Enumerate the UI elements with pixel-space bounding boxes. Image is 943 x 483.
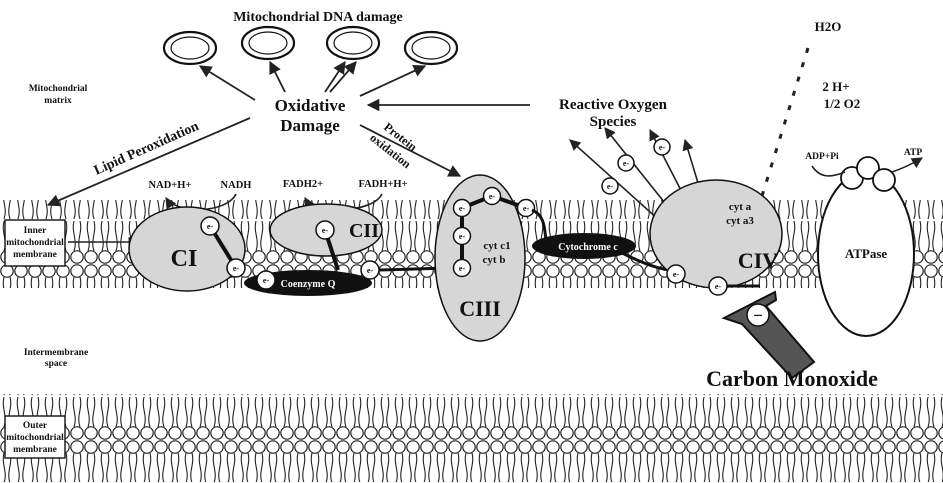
cyt-c1-label: cyt c1 (483, 240, 510, 252)
complex-i-label: CI (171, 246, 198, 272)
inhibition-sign-label: − (753, 306, 763, 325)
matrix-label-2: matrix (44, 96, 72, 106)
ros-label-1: Reactive Oxygen (559, 97, 668, 113)
coenzyme-q-label: Coenzyme Q (281, 279, 336, 290)
nadh-label: NADH (221, 180, 252, 191)
svg-text:e-: e- (459, 232, 466, 241)
matrix-label-1: Mitochondrial (29, 84, 88, 94)
mtdna-ring (405, 32, 457, 64)
outer-membrane-label-2: mitochondrial (6, 433, 64, 443)
half-o2-label: 1/2 O2 (824, 96, 860, 111)
svg-text:e-: e- (623, 159, 630, 168)
svg-text:e-: e- (263, 276, 270, 285)
atp-label: ATP (904, 148, 922, 158)
intermembrane-label-2: space (45, 359, 67, 369)
water-dashed-arrow (762, 48, 808, 196)
inner-membrane-label-2: mitochondrial (6, 238, 64, 248)
cytochrome-c-label: Cytochrome c (558, 242, 618, 253)
mtdna-ring (327, 27, 379, 59)
cyt-b-label: cyt b (483, 254, 506, 266)
svg-text:e-: e- (322, 226, 329, 235)
intermembrane-label-1: Intermembrane (24, 348, 88, 358)
carbon-monoxide-label: Carbon Monoxide (706, 366, 878, 391)
ros-label-2: Species (590, 114, 637, 130)
svg-text:e-: e- (715, 282, 722, 291)
inner-membrane-label-3: membrane (13, 250, 57, 260)
h2o-label: H2O (815, 19, 842, 34)
mtdna-label: Mitochondrial DNA damage (233, 10, 403, 25)
lipid-peroxidation-label: Lipid Peroxidation (92, 119, 201, 179)
complex-ii-label: CII (349, 220, 379, 242)
svg-text:e-: e- (659, 143, 666, 152)
svg-text:e-: e- (673, 270, 680, 279)
adp-label: ADP+Pi (805, 152, 839, 162)
two-h-label: 2 H+ (822, 79, 849, 94)
nad-label: NAD+H+ (149, 180, 192, 191)
svg-text:e-: e- (367, 266, 374, 275)
svg-text:e-: e- (207, 222, 214, 231)
cyt-a3-label: cyt a3 (726, 215, 754, 227)
svg-text:e-: e- (233, 264, 240, 273)
svg-text:e-: e- (523, 204, 530, 213)
atpase-label: ATPase (845, 246, 888, 261)
svg-text:e-: e- (607, 182, 614, 191)
svg-text:e-: e- (459, 264, 466, 273)
complex-iv-label: CIV (738, 248, 778, 273)
cyt-a-label: cyt a (729, 201, 752, 213)
fadh2-label: FADH2+ (283, 179, 323, 190)
inner-membrane-label-1: Inner (24, 226, 47, 236)
oxidative-damage-label-2: Damage (280, 116, 340, 135)
outer-membrane-label-1: Outer (23, 421, 48, 431)
mtdna-ring (242, 27, 294, 59)
oxidative-damage-label-1: Oxidative (275, 96, 346, 115)
mtdna-ring (164, 32, 216, 64)
outer-membrane-bilayer (0, 394, 943, 482)
outer-membrane-label-3: membrane (13, 445, 57, 455)
complex-iii-label: CIII (459, 296, 501, 321)
svg-text:e-: e- (489, 192, 496, 201)
fadhh-label: FADH+H+ (358, 179, 407, 190)
svg-text:e-: e- (459, 204, 466, 213)
